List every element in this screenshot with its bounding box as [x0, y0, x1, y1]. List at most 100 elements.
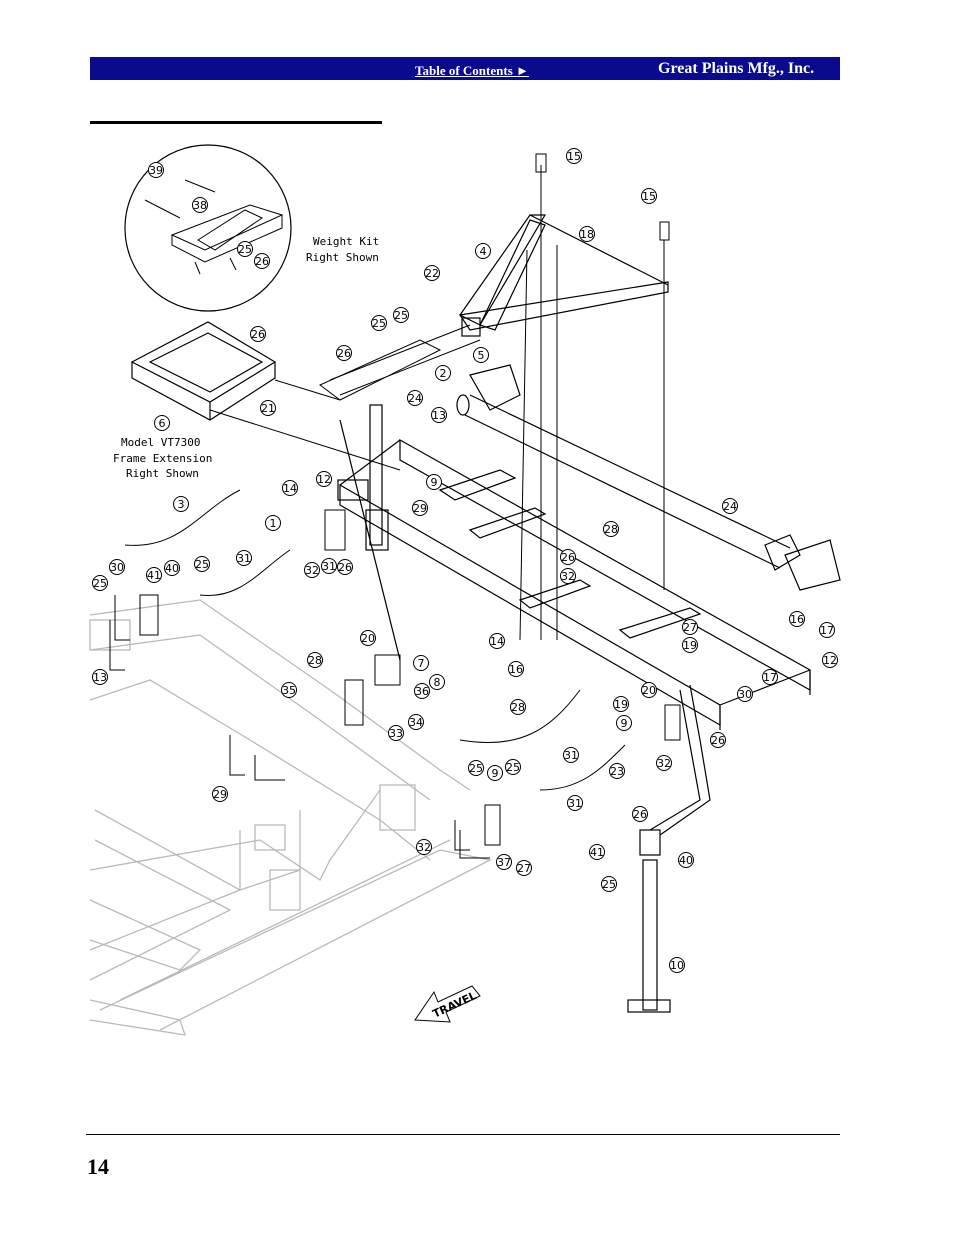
callout-30: 30: [109, 559, 125, 575]
callout-circle: [656, 755, 672, 771]
title-rule: [90, 121, 382, 124]
callout-24: 24: [407, 390, 423, 406]
callout-circle: [194, 556, 210, 572]
callout-28: 28: [510, 699, 526, 715]
callout-circle: [282, 480, 298, 496]
callout-14: 14: [489, 633, 505, 649]
callout-label: 25: [93, 577, 107, 590]
callout-41: 41: [146, 567, 162, 583]
note-frame-ext-3: Right Shown: [126, 467, 199, 480]
callout-label: 3: [178, 498, 185, 511]
callout-circle: [616, 715, 632, 731]
callout-circle: [154, 415, 170, 431]
note-frame-ext-2: Frame Extension: [113, 452, 212, 465]
callout-label: 26: [338, 561, 352, 574]
callout-circle: [473, 347, 489, 363]
callout-25: 25: [371, 315, 387, 331]
callout-circle: [603, 521, 619, 537]
callout-circle: [426, 474, 442, 490]
callout-25: 25: [468, 760, 484, 776]
callout-32: 32: [304, 562, 320, 578]
callout-label: 18: [580, 228, 594, 241]
callout-13: 13: [92, 669, 108, 685]
callout-circle: [307, 652, 323, 668]
callout-29: 29: [412, 500, 428, 516]
callout-circle: [468, 760, 484, 776]
callout-circle: [789, 611, 805, 627]
callout-39: 39: [148, 162, 164, 178]
callout-label: 7: [418, 657, 425, 670]
callout-circle: [560, 568, 576, 584]
tube-extensions: [209, 324, 481, 471]
callout-circle: [682, 637, 698, 653]
callout-23: 23: [609, 763, 625, 779]
footer-rule: [86, 1134, 840, 1135]
callout-9: 9: [426, 474, 442, 490]
callout-circle: [682, 619, 698, 635]
callout-26: 26: [710, 732, 726, 748]
callout-circle: [92, 575, 108, 591]
callout-label: 24: [408, 392, 422, 405]
callout-22: 22: [424, 265, 440, 281]
callout-20: 20: [360, 630, 376, 646]
callout-32: 32: [656, 755, 672, 771]
callout-4: 4: [475, 243, 491, 259]
callout-31: 31: [563, 747, 579, 763]
callout-label: 31: [322, 560, 336, 573]
callout-circle: [589, 844, 605, 860]
callout-circle: [737, 686, 753, 702]
callout-label: 25: [506, 761, 520, 774]
callout-label: 32: [417, 841, 431, 854]
callout-15: 15: [641, 188, 657, 204]
callout-circle: [424, 265, 440, 281]
callout-circle: [413, 655, 429, 671]
note-frame-ext-1: Model VT7300: [121, 436, 200, 449]
callout-label: 9: [431, 476, 438, 489]
callout-label: 26: [251, 328, 265, 341]
callout-30: 30: [737, 686, 753, 702]
callout-26: 26: [250, 326, 266, 342]
callout-13: 13: [431, 407, 447, 423]
callout-label: 15: [567, 150, 581, 163]
mounting-plates: [109, 509, 681, 859]
callout-circle: [316, 471, 332, 487]
frame-extension: [130, 321, 277, 421]
callout-label: 33: [389, 727, 403, 740]
callout-circle: [388, 725, 404, 741]
callout-label: 17: [820, 624, 834, 637]
callout-label: 29: [213, 788, 227, 801]
callout-circle: [822, 652, 838, 668]
callout-circle: [669, 957, 685, 973]
callout-12: 12: [822, 652, 838, 668]
callout-circle: [505, 759, 521, 775]
callout-label: 39: [149, 164, 163, 177]
callout-circle: [260, 400, 276, 416]
callout-8: 8: [429, 674, 445, 690]
callout-label: 34: [409, 716, 423, 729]
diagram-notes: Weight Kit Right Shown Model VT7300 Fram…: [113, 235, 379, 480]
callout-circle: [146, 567, 162, 583]
note-weight-kit-1: Weight Kit: [313, 235, 379, 248]
callout-label: 14: [490, 635, 504, 648]
callout-circle: [601, 876, 617, 892]
table-of-contents-link[interactable]: Table of Contents ►: [415, 63, 529, 78]
callout-circle: [337, 559, 353, 575]
callout-circle: [508, 661, 524, 677]
weight-kit-detail: [124, 144, 292, 312]
callout-25: 25: [505, 759, 521, 775]
callout-29: 29: [212, 786, 228, 802]
callout-9: 9: [487, 765, 503, 781]
callout-label: 19: [683, 639, 697, 652]
callout-label: 32: [657, 757, 671, 770]
callout-label: 36: [415, 685, 429, 698]
callout-label: 27: [683, 621, 697, 634]
callout-label: 16: [790, 613, 804, 626]
callout-label: 28: [511, 701, 525, 714]
callout-label: 25: [602, 878, 616, 891]
callout-label: 30: [738, 688, 752, 701]
callout-28: 28: [307, 652, 323, 668]
callout-label: 25: [372, 317, 386, 330]
callout-circle: [250, 326, 266, 342]
callout-label: 26: [633, 808, 647, 821]
callout-circle: [360, 630, 376, 646]
